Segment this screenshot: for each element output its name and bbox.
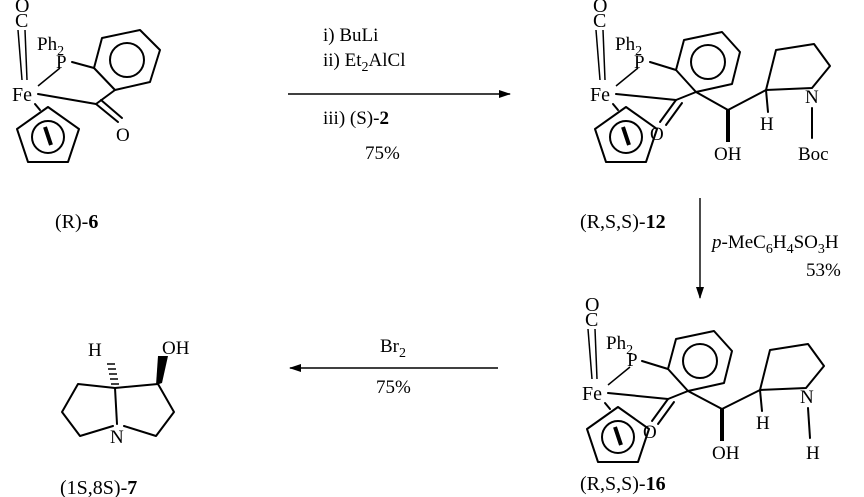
reagent-step1: i) BuLi [323, 25, 378, 46]
atom-label: O [116, 125, 130, 146]
atom-label: C [585, 309, 598, 331]
compound-7-structure: H OH N [61, 338, 190, 448]
atom-label: Fe [582, 383, 602, 405]
atom-label: Fe [590, 84, 610, 106]
reagent-step2: ii) Et2AlCl [323, 50, 405, 75]
atom-label: P [56, 52, 67, 73]
atom-label: O [15, 0, 29, 17]
compound-6-structure: C O Ph2 P Fe O [12, 0, 161, 164]
atom-label: Ph2 [615, 34, 642, 59]
atom-label: H [760, 114, 774, 135]
reagent-acid: p-MeC6H4SO3H [710, 232, 839, 257]
reagent-bromine: Br2 [380, 336, 406, 361]
atom-label: N [805, 87, 819, 108]
atom-label: C [15, 10, 28, 32]
atom-label: OH [162, 338, 190, 359]
atom-label: Ph2 [606, 333, 633, 358]
atom-label: P [627, 350, 638, 371]
atom-label: O [585, 294, 599, 316]
compound-12-label: (R,S,S)-12 [580, 211, 666, 233]
atom-label: Ph2 [37, 34, 64, 59]
atom-label: N [800, 387, 814, 408]
atom-label: P [634, 52, 645, 73]
atom-label: Fe [12, 84, 32, 106]
atom-label: OH [714, 144, 742, 165]
atom-label: H [756, 413, 770, 434]
atom-label: O [593, 0, 607, 17]
yield-2: 53% [806, 260, 841, 281]
compound-7-label: (1S,8S)-7 [60, 477, 137, 497]
compound-16-label: (R,S,S)-16 [580, 473, 666, 495]
atom-label: H [806, 443, 820, 464]
atom-label: N [110, 427, 124, 448]
compound-12-structure: C O Ph2 P Fe O OH H N Boc [590, 0, 831, 165]
atom-label: H [88, 340, 102, 361]
compound-6-label: (R)-6 [55, 211, 98, 233]
atom-label: OH [712, 443, 740, 464]
yield-3: 75% [376, 377, 411, 398]
atom-label: C [593, 10, 606, 32]
reagent-step3: iii) (S)-2 [323, 108, 389, 129]
yield-1: 75% [365, 143, 400, 164]
compound-16-structure: C O Ph2 P Fe O OH H N H [582, 294, 825, 464]
atom-label: Boc [798, 144, 829, 165]
